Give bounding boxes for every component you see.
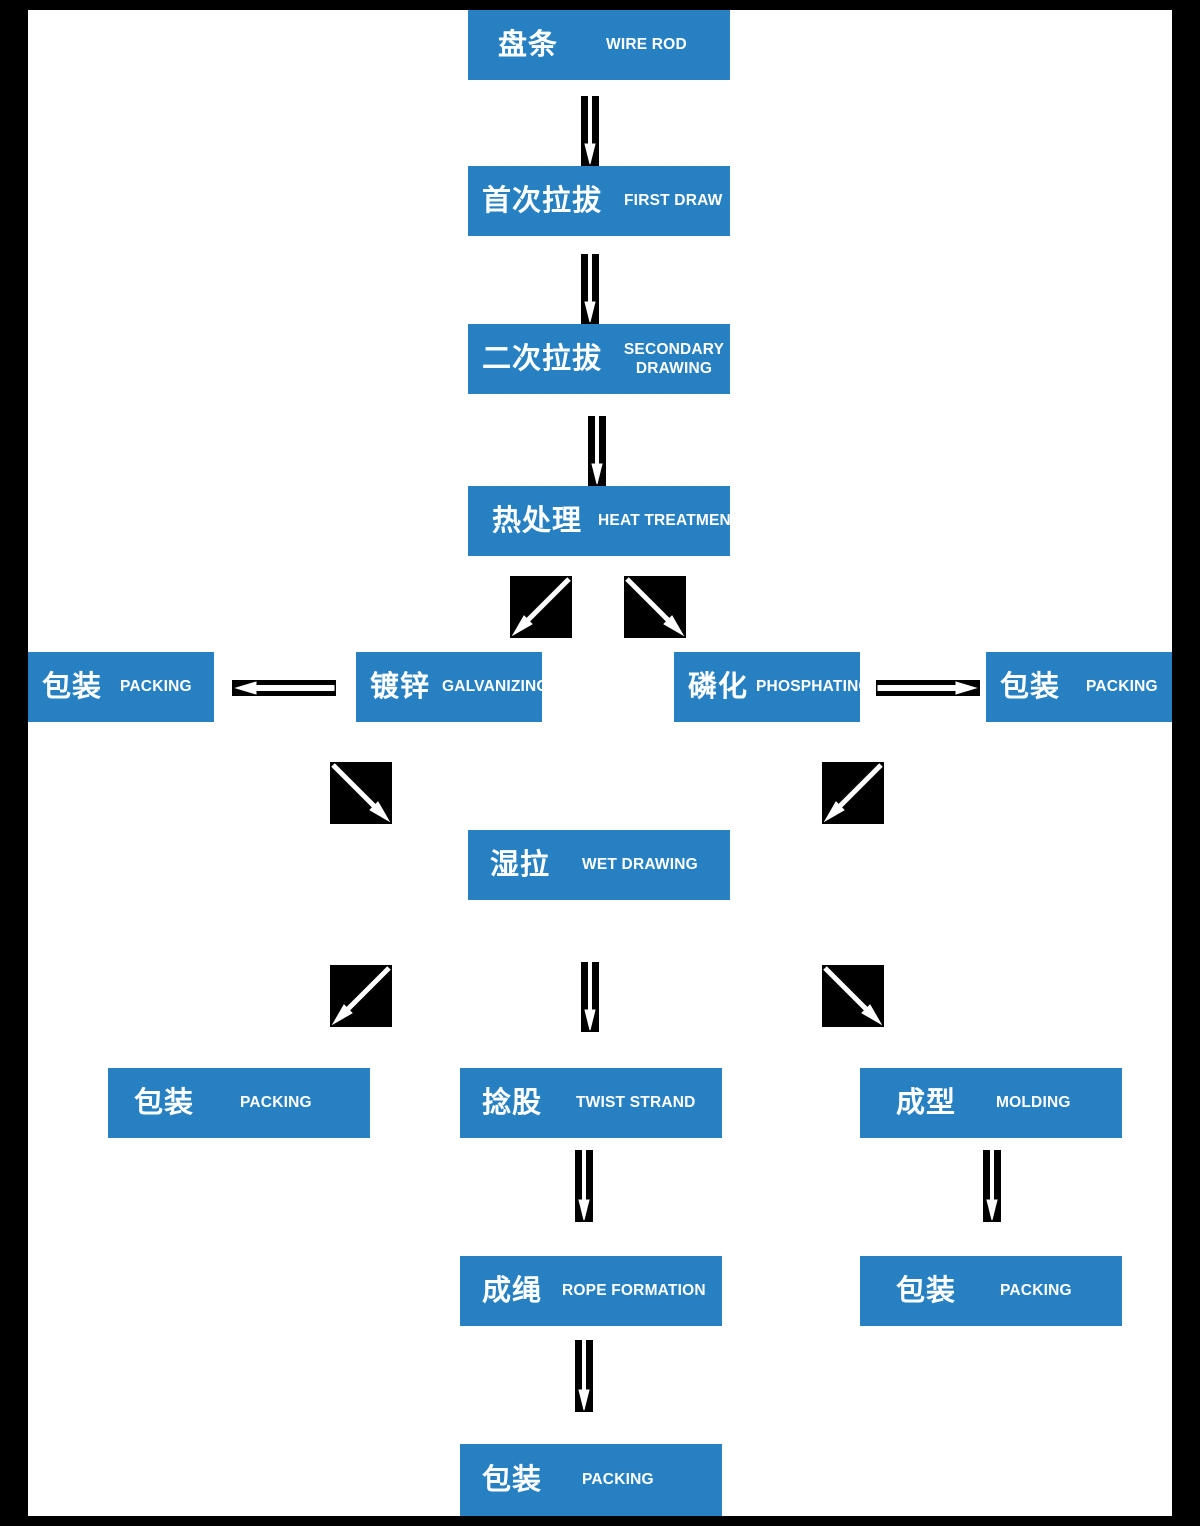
node-label-cn: 二次拉拔 bbox=[482, 342, 603, 375]
node-first-draw[interactable]: 首次拉拔 FIRST DRAW bbox=[468, 166, 730, 236]
connector-wet-drawing-to-molding bbox=[822, 965, 884, 1027]
node-wire-rod[interactable]: 盘条 WIRE ROD bbox=[468, 10, 730, 80]
connector-rope-formation-to-packing bbox=[575, 1340, 593, 1412]
connector-phosphating-to-packing bbox=[876, 680, 980, 696]
node-label-cn: 包装 bbox=[42, 670, 103, 703]
node-label-cn: 成绳 bbox=[482, 1274, 543, 1307]
node-label-cn: 捻股 bbox=[482, 1086, 543, 1119]
node-label-en-line1: SECONDARY bbox=[623, 340, 725, 358]
node-label-en: SECONDARY DRAWING bbox=[618, 340, 730, 379]
connector-first-draw-to-secondary-drawing bbox=[581, 254, 599, 324]
node-label-en: WIRE ROD bbox=[606, 36, 687, 54]
node-label-cn: 热处理 bbox=[492, 504, 583, 537]
connector-wire-rod-to-first-draw bbox=[581, 96, 599, 166]
node-packing-bottom[interactable]: 包装 PACKING bbox=[460, 1444, 722, 1516]
node-rope-formation[interactable]: 成绳 ROPE FORMATION bbox=[460, 1256, 722, 1326]
node-label-cn: 成型 bbox=[896, 1086, 957, 1119]
node-label-en: WET DRAWING bbox=[582, 856, 698, 874]
node-packing-galvanizing[interactable]: 包装 PACKING bbox=[28, 652, 214, 722]
node-label-cn: 包装 bbox=[482, 1463, 543, 1496]
node-label-en: TWIST STRAND bbox=[576, 1094, 696, 1112]
connector-secondary-drawing-to-heat-treatment bbox=[588, 416, 606, 486]
node-label-en: GALVANIZING bbox=[442, 678, 549, 696]
node-label-cn: 盘条 bbox=[498, 28, 559, 61]
node-label-en: HEAT TREATMENT bbox=[598, 512, 741, 530]
connector-galvanizing-to-wet-drawing bbox=[330, 762, 392, 824]
node-wet-drawing[interactable]: 湿拉 WET DRAWING bbox=[468, 830, 730, 900]
connector-molding-to-packing bbox=[983, 1150, 1001, 1222]
connector-twist-strand-to-rope-formation bbox=[575, 1150, 593, 1222]
node-label-en: FIRST DRAW bbox=[624, 192, 723, 210]
node-label-en: PACKING bbox=[582, 1471, 654, 1489]
node-label-cn: 磷化 bbox=[688, 670, 749, 703]
node-label-en-line2: DRAWING bbox=[635, 360, 713, 377]
node-label-en: PHOSPHATING bbox=[756, 678, 871, 696]
node-twist-strand[interactable]: 捻股 TWIST STRAND bbox=[460, 1068, 722, 1138]
connector-heat-treatment-to-phosphating bbox=[624, 576, 686, 638]
node-molding[interactable]: 成型 MOLDING bbox=[860, 1068, 1122, 1138]
node-label-cn: 包装 bbox=[1000, 670, 1061, 703]
connector-heat-treatment-to-galvanizing bbox=[510, 576, 572, 638]
node-label-cn: 镀锌 bbox=[370, 670, 431, 703]
flowchart-canvas: 盘条 WIRE ROD 首次拉拔 FIRST DRAW 二次拉拔 SECONDA… bbox=[28, 10, 1172, 1516]
node-label-en: PACKING bbox=[120, 678, 192, 696]
node-label-en: PACKING bbox=[240, 1094, 312, 1112]
node-heat-treatment[interactable]: 热处理 HEAT TREATMENT bbox=[468, 486, 740, 556]
node-label-en: PACKING bbox=[1000, 1282, 1072, 1300]
node-label-en: PACKING bbox=[1086, 678, 1158, 696]
node-phosphating[interactable]: 磷化 PHOSPHATING bbox=[674, 652, 871, 722]
node-label-en: MOLDING bbox=[996, 1094, 1071, 1112]
node-secondary-drawing[interactable]: 二次拉拔 SECONDARY DRAWING bbox=[468, 324, 730, 394]
connector-wet-drawing-to-twist-strand bbox=[581, 962, 599, 1032]
node-label-cn: 包装 bbox=[134, 1086, 195, 1119]
node-packing-molding[interactable]: 包装 PACKING bbox=[860, 1256, 1122, 1326]
connector-galvanizing-to-packing bbox=[232, 680, 336, 696]
node-galvanizing[interactable]: 镀锌 GALVANIZING bbox=[356, 652, 549, 722]
connector-phosphating-to-wet-drawing bbox=[822, 762, 884, 824]
node-label-en: ROPE FORMATION bbox=[562, 1282, 706, 1300]
node-packing-phosphating[interactable]: 包装 PACKING bbox=[986, 652, 1172, 722]
node-packing-left[interactable]: 包装 PACKING bbox=[108, 1068, 370, 1138]
node-label-cn: 包装 bbox=[896, 1274, 957, 1307]
node-label-cn: 湿拉 bbox=[490, 848, 551, 881]
node-label-cn: 首次拉拔 bbox=[482, 184, 603, 217]
connector-wet-drawing-to-packing-left bbox=[330, 965, 392, 1027]
